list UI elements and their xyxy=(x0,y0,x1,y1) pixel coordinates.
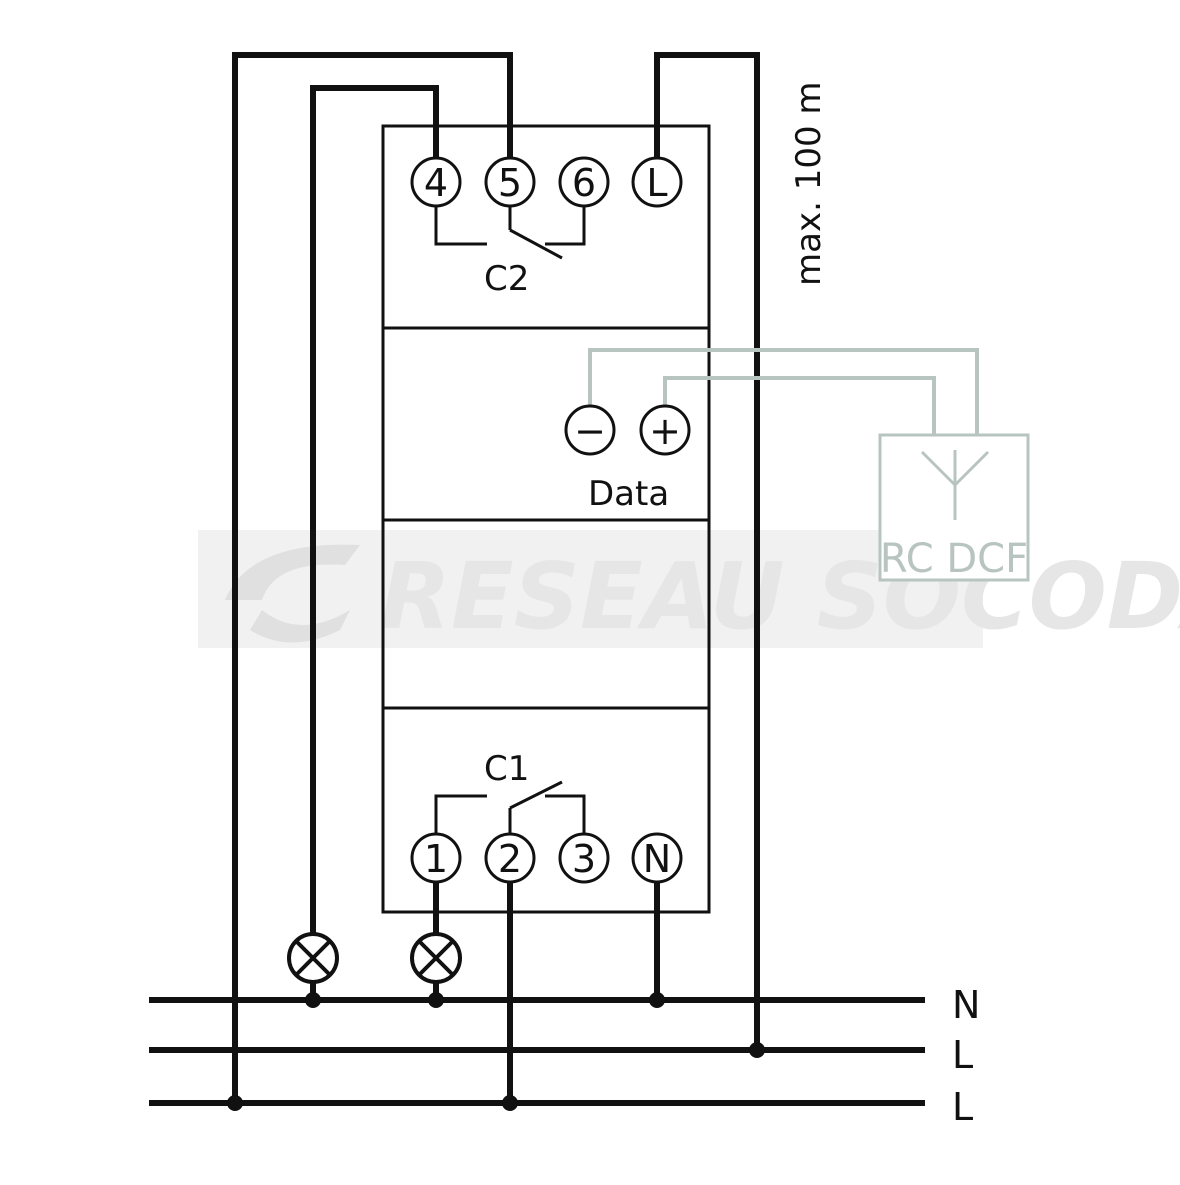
svg-text:N: N xyxy=(643,837,671,881)
svg-text:3: 3 xyxy=(572,837,596,881)
svg-text:4: 4 xyxy=(424,161,448,205)
c2-label: C2 xyxy=(484,259,529,299)
svg-text:6: 6 xyxy=(572,161,596,205)
watermark: RESEAU SOCODA xyxy=(198,530,1180,650)
terminal-n: N xyxy=(631,832,683,884)
svg-text:1: 1 xyxy=(424,837,448,881)
contact-c1: C1 xyxy=(434,749,586,834)
data-terminal-plus: + xyxy=(639,404,691,456)
lamp-symbol xyxy=(287,932,339,984)
junction-dot xyxy=(428,992,444,1008)
terminal-6: 6 xyxy=(558,156,610,208)
bus-label-n: N xyxy=(952,983,980,1027)
terminal-5: 5 xyxy=(484,156,536,208)
distance-label: max. 100 m xyxy=(789,81,829,286)
terminal-2: 2 xyxy=(484,832,536,884)
c1-label: C1 xyxy=(484,749,529,789)
bus-label-l2: L xyxy=(952,1085,973,1129)
svg-text:+: + xyxy=(649,409,681,453)
junction-dot xyxy=(649,992,665,1008)
terminal-4: 4 xyxy=(410,156,462,208)
antenna-wiring xyxy=(588,348,979,435)
terminal-3: 3 xyxy=(558,832,610,884)
junction-dot xyxy=(749,1042,765,1058)
data-terminal-minus: − xyxy=(564,404,616,456)
contact-c2: C2 xyxy=(434,206,586,299)
svg-text:5: 5 xyxy=(498,161,522,205)
junction-dot xyxy=(227,1095,243,1111)
power-wiring xyxy=(232,52,760,1106)
bus-label-l1: L xyxy=(952,1033,973,1077)
lamp-symbol xyxy=(410,932,462,984)
junction-dot xyxy=(305,992,321,1008)
terminal-1: 1 xyxy=(410,832,462,884)
svg-text:2: 2 xyxy=(498,837,522,881)
junction-dot xyxy=(502,1095,518,1111)
rc-dcf-antenna: RC DCF xyxy=(878,433,1030,582)
svg-text:−: − xyxy=(574,409,606,453)
data-label: Data xyxy=(588,474,669,514)
watermark-text: RESEAU SOCODA xyxy=(380,543,1180,650)
terminal-l: L xyxy=(631,156,683,208)
svg-text:L: L xyxy=(646,161,667,205)
antenna-label: RC DCF xyxy=(880,536,1028,582)
timer-device xyxy=(381,124,711,914)
bus-bars: N L L xyxy=(149,983,980,1129)
